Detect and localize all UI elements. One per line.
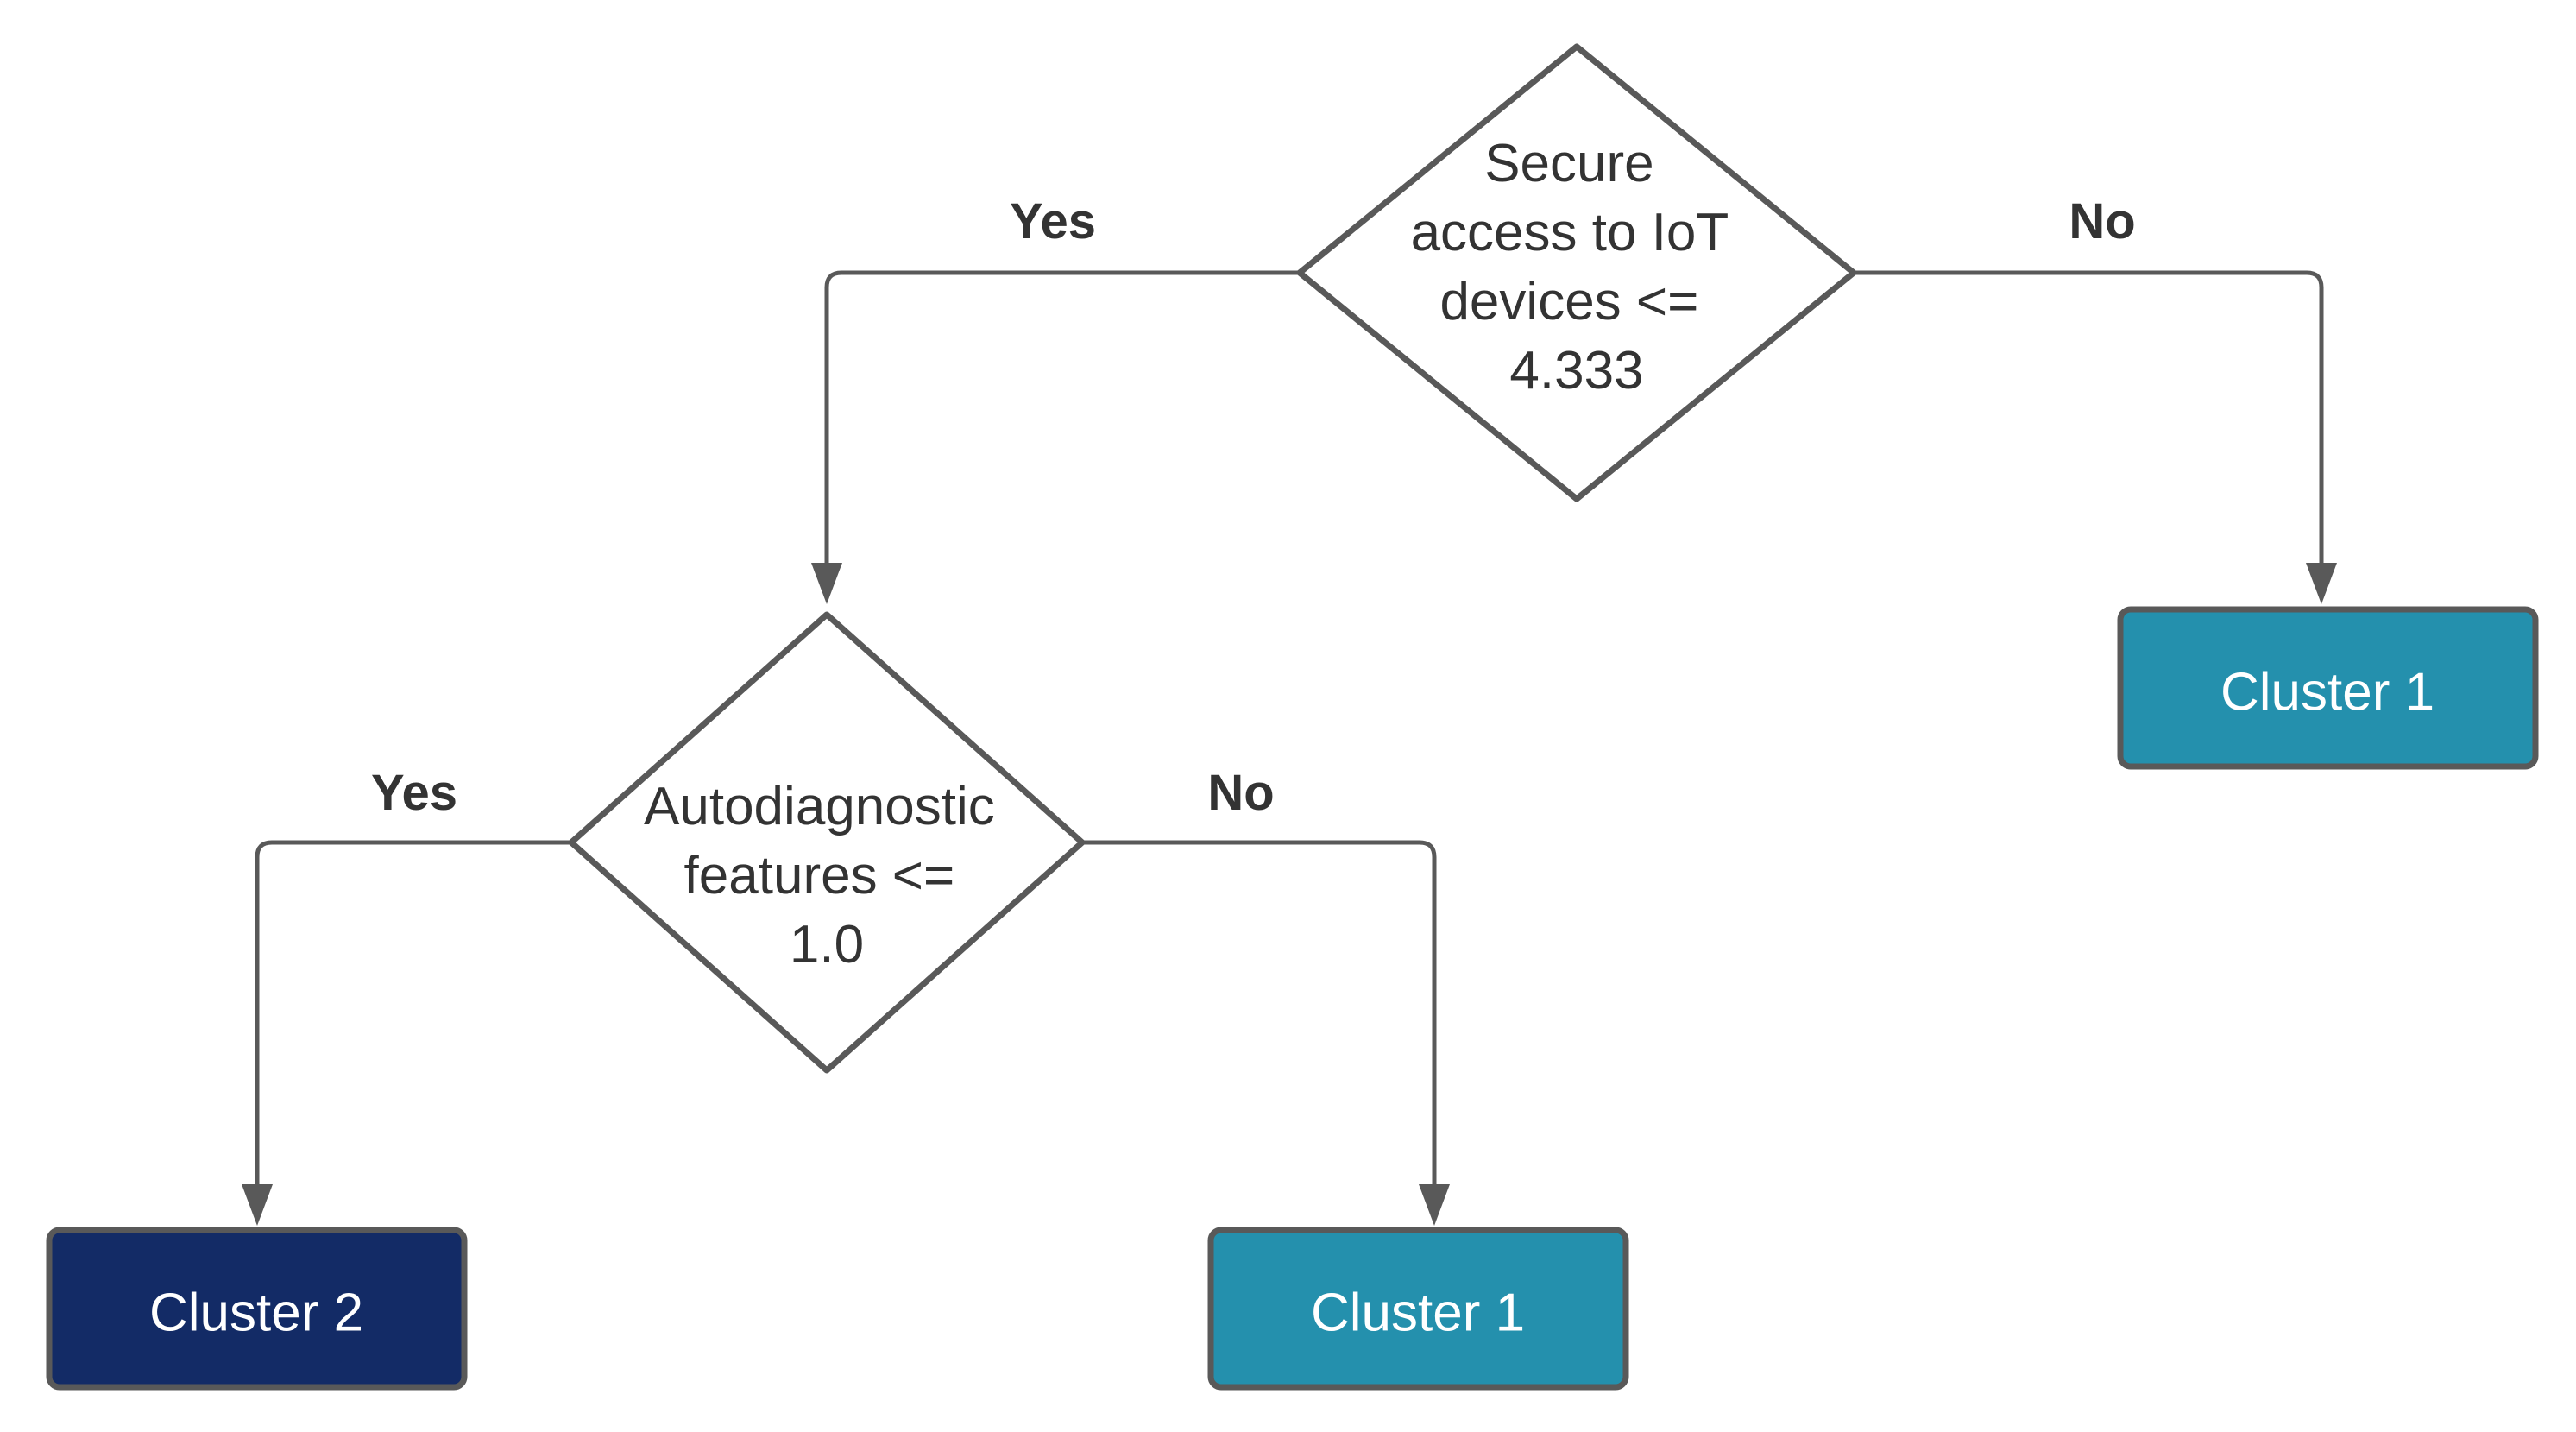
child-condition-text: Autodiagnostic features <= 1.0 [644, 777, 1010, 975]
edge-root-no [1854, 270, 2324, 563]
leaf-box [1207, 1227, 1629, 1391]
leaf-label: Cluster 2 [149, 1283, 363, 1342]
child-condition-line: features <= [684, 846, 955, 905]
root-condition-line: 4.333 [1509, 341, 1643, 401]
child-condition-line: Autodiagnostic [644, 777, 995, 836]
leaf-box [2117, 606, 2539, 770]
decision-node-root: Secure access to IoT devices <= 4.333 [1296, 43, 1857, 502]
child-condition-line: 1.0 [790, 915, 864, 975]
arrowhead-root-no [2306, 563, 2337, 604]
child-diamond-shape [568, 611, 1086, 1074]
edge-label-root-no: No [2069, 193, 2135, 249]
edge-label-child-yes: Yes [371, 765, 457, 821]
root-condition-line: access to IoT [1411, 203, 1729, 262]
arrowhead-root-yes [811, 563, 842, 604]
root-condition-text: Secure access to IoT devices <= 4.333 [1411, 134, 1743, 401]
leaf-node-child-no: Cluster 1 [1207, 1227, 1629, 1391]
root-diamond-shape [1296, 43, 1857, 502]
root-condition-line: devices <= [1439, 272, 1698, 331]
edge-child-no [1082, 840, 1437, 1184]
leaf-label: Cluster 1 [1311, 1283, 1525, 1342]
decision-node-child: Autodiagnostic features <= 1.0 [568, 611, 1086, 1074]
leaf-box [46, 1227, 468, 1391]
arrowhead-child-yes [242, 1184, 273, 1226]
edge-root-yes [824, 270, 1300, 563]
root-condition-line: Secure [1484, 134, 1653, 193]
edge-child-yes [255, 840, 571, 1184]
edge-label-root-yes: Yes [1010, 193, 1096, 249]
arrowhead-child-no [1419, 1184, 1450, 1226]
leaf-node-child-yes: Cluster 2 [46, 1227, 468, 1391]
leaf-node-root-no: Cluster 1 [2117, 606, 2539, 770]
edge-label-child-no: No [1207, 765, 1274, 821]
leaf-label: Cluster 1 [2220, 662, 2434, 722]
